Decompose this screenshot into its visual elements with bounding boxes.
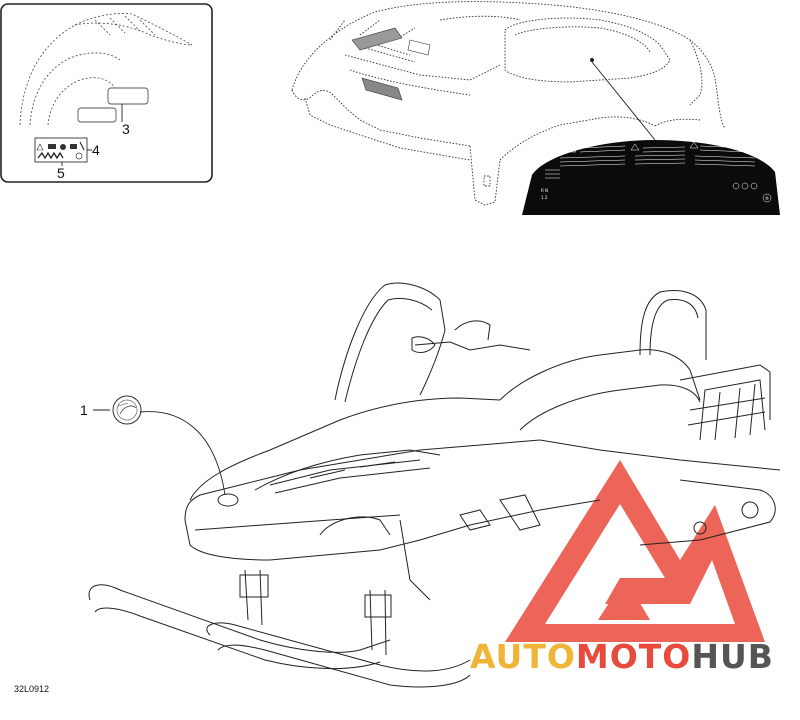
callout-5: 5 bbox=[57, 165, 65, 181]
warning-decal-2: R N 1 2 ® bbox=[522, 140, 780, 215]
label-3-lower bbox=[77, 107, 117, 123]
inset-frame bbox=[0, 3, 213, 183]
inset-detail: 3 4 5 bbox=[0, 3, 213, 183]
callout-3: 3 bbox=[122, 121, 130, 137]
warning-label-4 bbox=[34, 137, 88, 163]
callout-2: 2 bbox=[650, 188, 658, 204]
callout-1: 1 bbox=[80, 402, 88, 418]
emblem-decal-1 bbox=[112, 395, 142, 425]
watermark-text: AUTOMOTOHUB bbox=[470, 637, 774, 676]
hood-mesh-vents bbox=[351, 27, 431, 101]
hood-side-panel bbox=[19, 13, 193, 126]
decal-mark: ® bbox=[765, 196, 769, 201]
label-3-upper bbox=[107, 87, 149, 105]
leader-1 bbox=[139, 411, 226, 496]
watermark-logo bbox=[505, 460, 765, 642]
gear-letters: R N bbox=[541, 188, 548, 193]
reference-code: 32L0912 bbox=[14, 684, 49, 694]
leader-2 bbox=[591, 61, 656, 141]
gear-numbers: 1 2 bbox=[541, 195, 548, 200]
callout-4: 4 bbox=[92, 142, 100, 158]
snowmobile-outline bbox=[88, 282, 781, 688]
